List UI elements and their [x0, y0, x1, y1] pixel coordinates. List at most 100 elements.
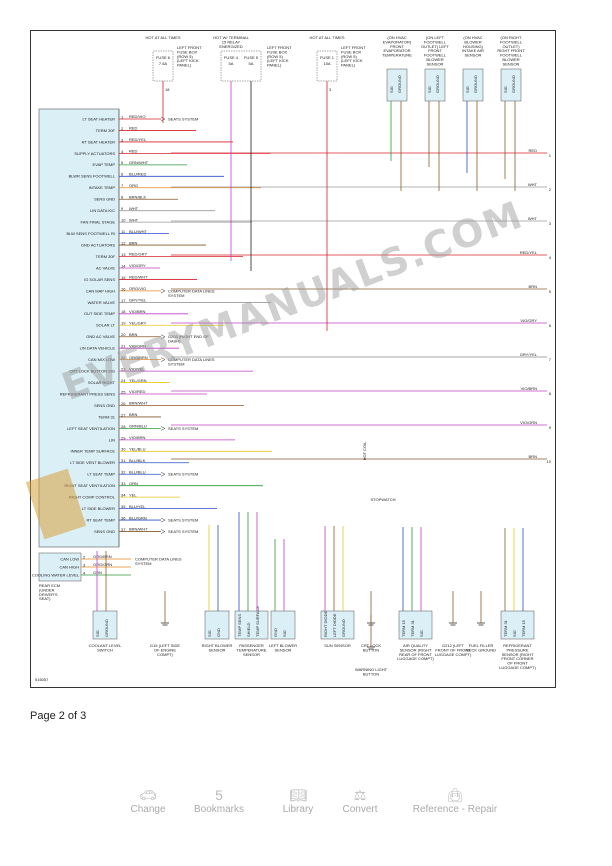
rear-ecm-box: [38, 552, 82, 582]
wire-color-label: RED/YEL: [129, 137, 147, 142]
fuse-box: [220, 50, 262, 82]
pin-label: INTAKE TEMP: [89, 185, 116, 190]
top-sensor-label: OUTLET): [502, 44, 520, 49]
component-label: BUTTON: [363, 647, 379, 652]
pin-number: 34: [121, 493, 126, 498]
wire-color-label: ORG: [129, 183, 138, 188]
pin-number: 20: [121, 332, 126, 337]
arrow: [160, 334, 166, 337]
wire-color-label: RED/GRY: [129, 252, 147, 257]
wire-color-label: WHT: [129, 217, 139, 222]
component-pin: SIG: [419, 630, 424, 637]
component-pin: TERM 15: [401, 619, 406, 637]
component-pin: GROUND: [341, 619, 346, 637]
top-sensor-pin: SIG: [389, 86, 394, 93]
arrow: [160, 472, 166, 475]
component-box: [500, 610, 535, 640]
car-icon: 🚗︎: [139, 787, 157, 803]
component-pin: SIG: [207, 630, 212, 637]
pin-number: 7: [121, 183, 124, 188]
right-edge-wire-label: GRY/YEL: [520, 352, 538, 357]
nav-reference-repair[interactable]: 👜︎ Reference - Repair: [400, 786, 510, 815]
rear-ecm-label: DRIVER'S: [39, 592, 58, 597]
component-pin: GROUND: [104, 619, 109, 637]
fuse-rating: 7.5A: [159, 61, 168, 66]
rear-ecm-wire-label: ORG/BRN: [93, 554, 112, 559]
top-sensor-label: HOUSING): [463, 44, 484, 49]
nav-library[interactable]: 📖︎ Library: [268, 786, 328, 815]
wire-color-label: BRN: [129, 332, 138, 337]
pin-label: INNER TEMP SURFACE: [70, 449, 115, 454]
book-icon: 📖︎: [289, 787, 307, 803]
component-label: FRONT CORNER: [501, 656, 533, 661]
wire-color-label: ORG/VIO: [129, 286, 146, 291]
wire-color-label: BLU/YEL: [129, 504, 146, 509]
top-sensor-label: (ON RIGHT: [501, 35, 522, 40]
component-pin: SHIELD: [246, 622, 251, 637]
rear-ecm-pin-label: CAN HIGH: [59, 564, 79, 569]
component-pin: GND: [216, 628, 221, 637]
wire-color-label: VIO/RED: [129, 389, 146, 394]
nav-reference-label: Reference - Repair: [412, 804, 498, 815]
pin-label: REFRIGERANT PRESS SENS: [60, 391, 116, 396]
pin-label: SENS GND: [94, 403, 115, 408]
rear-ecm-system-reference: COMPUTER DATA LINES: [135, 556, 182, 561]
right-edge-number: 7: [549, 357, 552, 362]
component-pin: TEMP SENS: [237, 614, 242, 637]
nav-change[interactable]: 🚗︎ Change: [118, 786, 178, 815]
component-label: LUGGAGE COMPT): [397, 656, 434, 661]
fuse-box-location: FUSE BOX: [177, 49, 198, 54]
pin-label: LT SEAT HEATER: [82, 116, 115, 121]
top-sensor-box: [462, 68, 484, 102]
pin-number: 24: [121, 378, 126, 383]
right-edge-number: 9: [549, 425, 552, 430]
nav-convert-label: Convert: [342, 804, 378, 815]
component-pin: TERM 31: [410, 619, 415, 637]
pin-number: 4: [121, 149, 124, 154]
rear-ecm-label: (UNDER: [39, 587, 55, 592]
component-pin: SIG: [95, 630, 100, 637]
fuse-label: FUSE 6: [156, 55, 171, 60]
top-sensor-label: SENSOR: [465, 53, 482, 58]
fuse-box-location: (LEFT KICK: [341, 58, 363, 63]
component-label: G212 (LEFT: [442, 643, 465, 648]
wire-color-label: YEL: [129, 492, 137, 497]
pin-label: LIN DATA K/C: [90, 208, 115, 213]
wire-color-label: RED: [129, 126, 138, 131]
top-sensor-label: FOOTWELL: [500, 39, 523, 44]
wire-color-label: BLU/GRN: [129, 515, 147, 520]
right-edge-wire-label: VIO/GRN: [520, 420, 537, 425]
wire-color-label: GRN/WHT: [129, 160, 149, 165]
component-label: PRESSURE: [506, 647, 528, 652]
component-pin: SIG: [282, 630, 287, 637]
system-reference: SEATS SYSTEM: [168, 472, 198, 477]
component-box: [398, 610, 433, 640]
top-sensor-pin: GROUND: [397, 75, 402, 93]
nav-bookmarks[interactable]: 5 Bookmarks: [184, 786, 254, 815]
component-label: SUN SENSOR: [324, 643, 351, 648]
component-box: [204, 610, 230, 640]
component-label: PASSENGER: [239, 643, 264, 648]
nav-convert[interactable]: ⚖︎ Convert: [330, 786, 390, 815]
pin-number: 21: [121, 344, 126, 349]
system-reference: COMPUTER DATA LINES: [168, 288, 215, 293]
pin-number: 37: [121, 527, 126, 532]
wire-color-label: VIO/BRN: [129, 309, 146, 314]
pin-number: 25: [121, 389, 126, 394]
fuse-box-location: LEFT FRONT: [267, 45, 292, 50]
fuse-hot-label: HOT AT ALL TIMES: [145, 35, 180, 40]
system-reference: DASH): [168, 339, 181, 344]
bookmark-count: 5: [215, 787, 223, 803]
pin-number: 10: [121, 218, 126, 223]
component-label: REAR OF FRONT: [399, 652, 432, 657]
top-sensor-pin: GROUND: [511, 75, 516, 93]
bag-icon: 👜︎: [446, 787, 464, 803]
right-edge-wire-label: BRN: [529, 454, 538, 459]
pin-label: RT SEAT TEMP: [86, 517, 115, 522]
top-sensor-pin: GROUND: [435, 75, 440, 93]
pin-label: OUT SIDE TEMP: [84, 311, 115, 316]
pin-number: 9: [121, 206, 124, 211]
system-reference: SYSTEM: [168, 362, 184, 367]
fuse-label: FUSE 5: [244, 55, 259, 60]
wire-color-label: BRN/WHT: [129, 401, 148, 406]
